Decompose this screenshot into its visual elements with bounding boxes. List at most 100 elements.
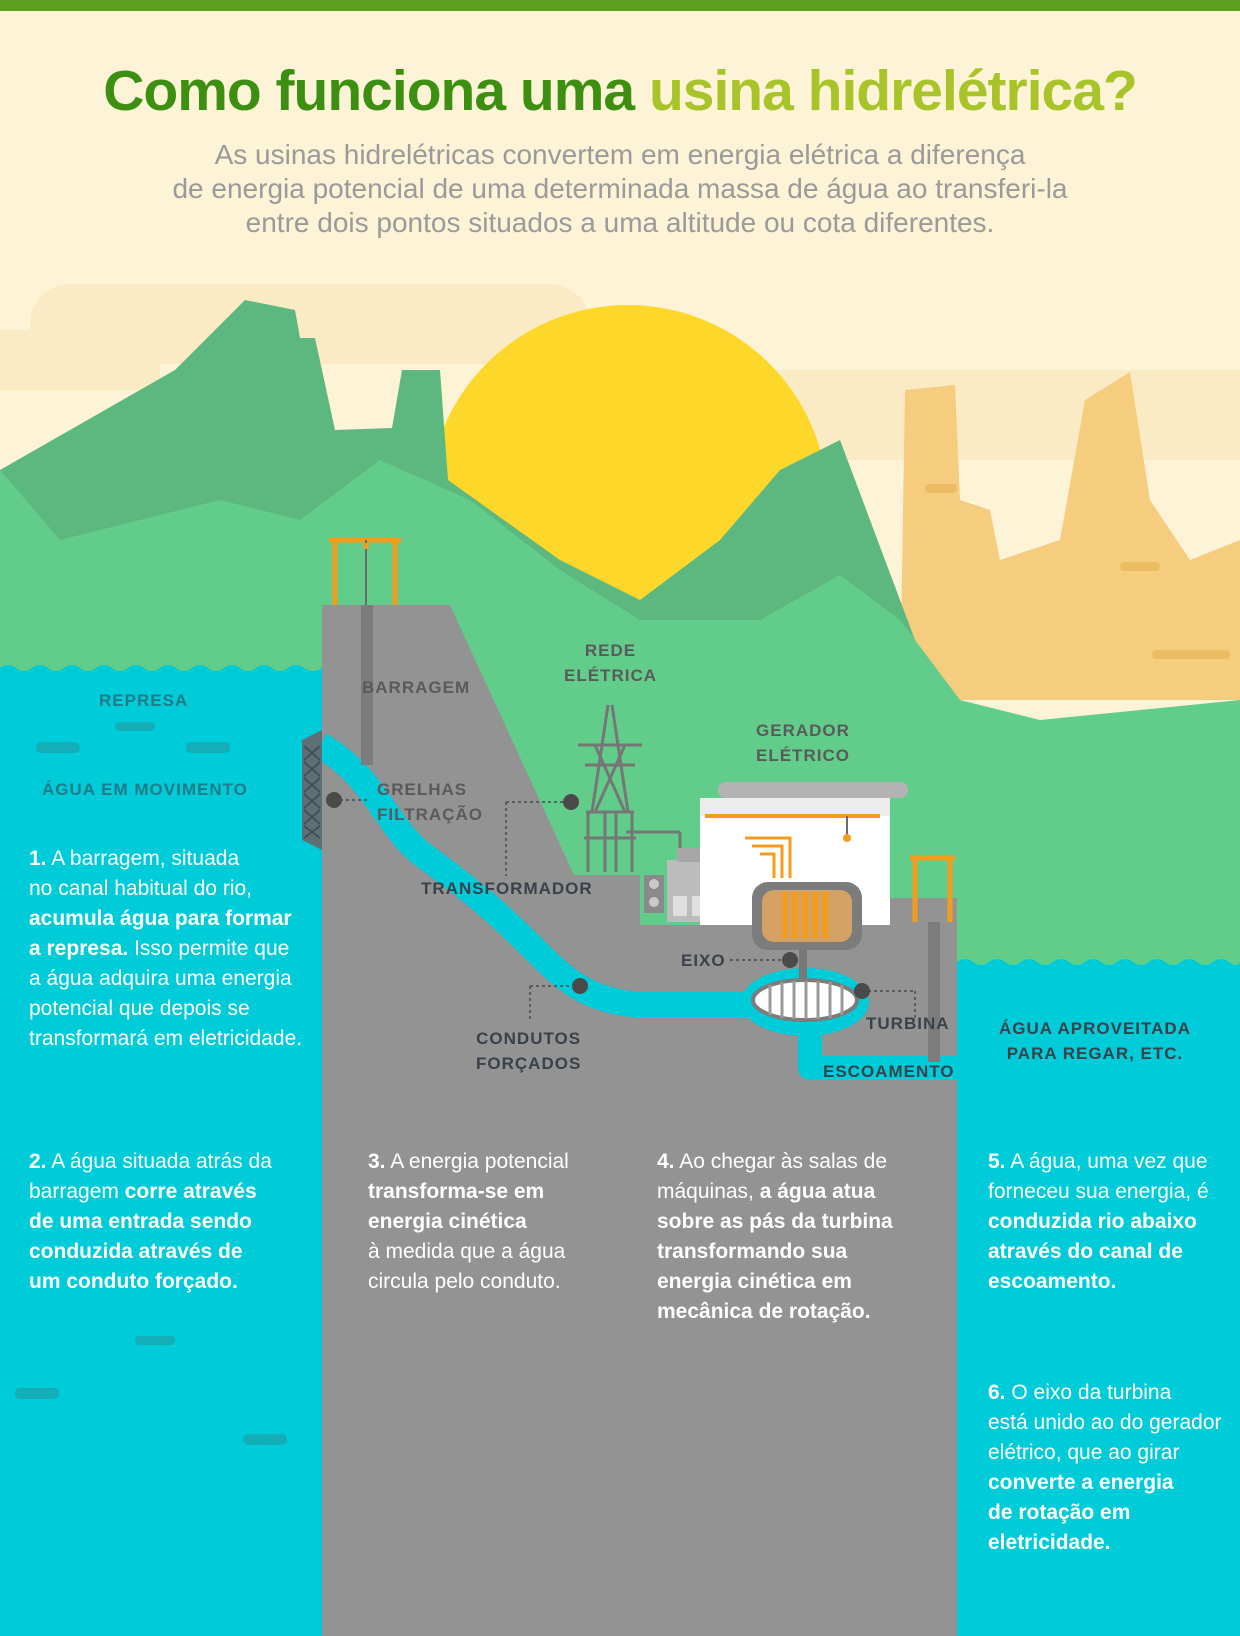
label-transformador: TRANSFORMADOR [421, 879, 593, 898]
label-grelhas: GRELHAS FILTRAÇÃO [377, 777, 483, 827]
step-line: de rotação em [988, 1498, 1233, 1528]
water-dash [135, 1336, 175, 1345]
grate-mesh [303, 745, 321, 839]
step-text: A água situada atrás da [51, 1150, 272, 1173]
label-condutos-line: CONDUTOS [476, 1029, 582, 1048]
step-text: barragem [29, 1180, 125, 1203]
step-text: a água adquira uma energia [29, 967, 292, 990]
top-bar [0, 0, 1240, 11]
step-line: circula pelo conduto. [368, 1267, 608, 1297]
rock-stripe [1120, 562, 1160, 571]
step-line: energia cinética em [657, 1267, 917, 1297]
generator-windings [782, 892, 828, 938]
marker-grelhas [326, 792, 342, 808]
transformer-panel [673, 896, 687, 916]
page-subtitle: As usinas hidrelétricas convertem em ene… [130, 138, 1110, 240]
transformer-coil [644, 875, 664, 913]
label-condutos-line: FORÇADOS [476, 1054, 582, 1073]
label-aproveitada-line: PARA REGAR, ETC. [1006, 1044, 1184, 1063]
water-dash [186, 742, 230, 753]
label-gerador-eletrico: GERADOR ELÉTRICO [756, 718, 850, 768]
step-text-bold: conduzida através de [29, 1240, 243, 1263]
step-number: 2. [29, 1150, 47, 1173]
step-line: acumula água para formar [29, 904, 314, 934]
step-line: transforma-se em [368, 1177, 608, 1207]
dam-structure [322, 605, 957, 1636]
step-text-bold: a represa. [29, 937, 129, 960]
step-line: transformará em eletricidade. [29, 1024, 314, 1054]
step-line: 2. A água situada atrás da [29, 1147, 299, 1177]
step-text: circula pelo conduto. [368, 1270, 561, 1293]
label-turbina: TURBINA [866, 1014, 950, 1033]
title-part-1: Como funciona uma [103, 59, 635, 123]
step-number: 5. [988, 1150, 1006, 1173]
step-text-bold: acumula água para formar [29, 907, 292, 930]
label-barragem: BARRAGEM [362, 678, 471, 697]
label-aproveitada-line: ÁGUA APROVEITADA [999, 1019, 1191, 1038]
label-grelhas-line: FILTRAÇÃO [377, 805, 483, 824]
label-grelhas-line: GRELHAS [377, 780, 468, 799]
outlet-crane [910, 855, 955, 922]
label-represa: REPRESA [99, 691, 189, 710]
tailrace [798, 1028, 960, 1080]
step-line: barragem corre através [29, 1177, 299, 1207]
step-line: 5. A água, uma vez que [988, 1147, 1233, 1177]
subtitle-line: de energia potencial de uma determinada … [172, 173, 1068, 204]
step-text: à medida que a água [368, 1240, 566, 1263]
step-line: mecânica de rotação. [657, 1297, 917, 1327]
marker-transformador [563, 794, 579, 810]
step-line: escoamento. [988, 1267, 1233, 1297]
step-line: 1. A barragem, situada [29, 844, 314, 874]
step-line: 6. O eixo da turbina [988, 1378, 1233, 1408]
step-line: no canal habitual do rio, [29, 874, 314, 904]
step-text-bold: escoamento. [988, 1270, 1117, 1293]
step-4: 4. Ao chegar às salas de máquinas, a águ… [657, 1147, 917, 1327]
step-number: 1. [29, 847, 47, 870]
step-line: elétrico, que ao girar [988, 1438, 1233, 1468]
transformer-coil-dot [649, 879, 659, 889]
turbine-blades [768, 981, 844, 1019]
step-text: A energia potencial [390, 1150, 569, 1173]
step-text: transformará em eletricidade. [29, 1027, 303, 1050]
step-text: no canal habitual do rio, [29, 877, 252, 900]
step-6: 6. O eixo da turbina está unido ao do ge… [988, 1378, 1233, 1558]
step-text-bold: um conduto forçado. [29, 1270, 238, 1293]
step-text-bold: eletricidade. [988, 1531, 1111, 1554]
step-text: máquinas, [657, 1180, 760, 1203]
label-condutos-forcados: CONDUTOS FORÇADOS [476, 1026, 581, 1076]
grate-screen [302, 730, 322, 850]
label-escoamento: ESCOAMENTO [823, 1062, 955, 1081]
dam-gate-shaft [361, 605, 373, 765]
turbine-shaft [799, 950, 807, 992]
dam-crane-hook [363, 543, 369, 549]
step-text: Ao chegar às salas de [679, 1150, 887, 1173]
step-text: A barragem, situada [51, 847, 240, 870]
step-text-bold: de uma entrada sendo [29, 1210, 252, 1233]
power-tower [578, 704, 682, 872]
step-text: forneceu sua energia, é [988, 1180, 1209, 1203]
step-text-bold: energia cinética em [657, 1270, 852, 1293]
step-text-bold: converte a energia [988, 1471, 1174, 1494]
desert-rocks [900, 372, 1240, 700]
label-rede-line: ELÉTRICA [564, 666, 657, 685]
step-text-bold: energia cinética [368, 1210, 527, 1233]
gantry-hook [843, 834, 851, 842]
marker-turbina [854, 983, 870, 999]
step-5: 5. A água, uma vez que forneceu sua ener… [988, 1147, 1233, 1297]
subtitle-line: As usinas hidrelétricas convertem em ene… [214, 139, 1026, 170]
label-gerador-line: ELÉTRICO [756, 746, 850, 765]
marker-condutos [572, 978, 588, 994]
step-line: 4. Ao chegar às salas de [657, 1147, 917, 1177]
water-dash [115, 722, 155, 731]
step-text-bold: transformando sua [657, 1240, 848, 1263]
step-3: 3. A energia potencial transforma-se em … [368, 1147, 608, 1297]
step-line: sobre as pás da turbina [657, 1207, 917, 1237]
step-1: 1. A barragem, situada no canal habitual… [29, 844, 314, 1054]
rock-stripe [925, 484, 957, 493]
step-line: eletricidade. [988, 1528, 1233, 1558]
step-line: conduzida rio abaixo [988, 1207, 1233, 1237]
step-line: está unido ao do gerador [988, 1408, 1233, 1438]
step-text-bold: transforma-se em [368, 1180, 545, 1203]
